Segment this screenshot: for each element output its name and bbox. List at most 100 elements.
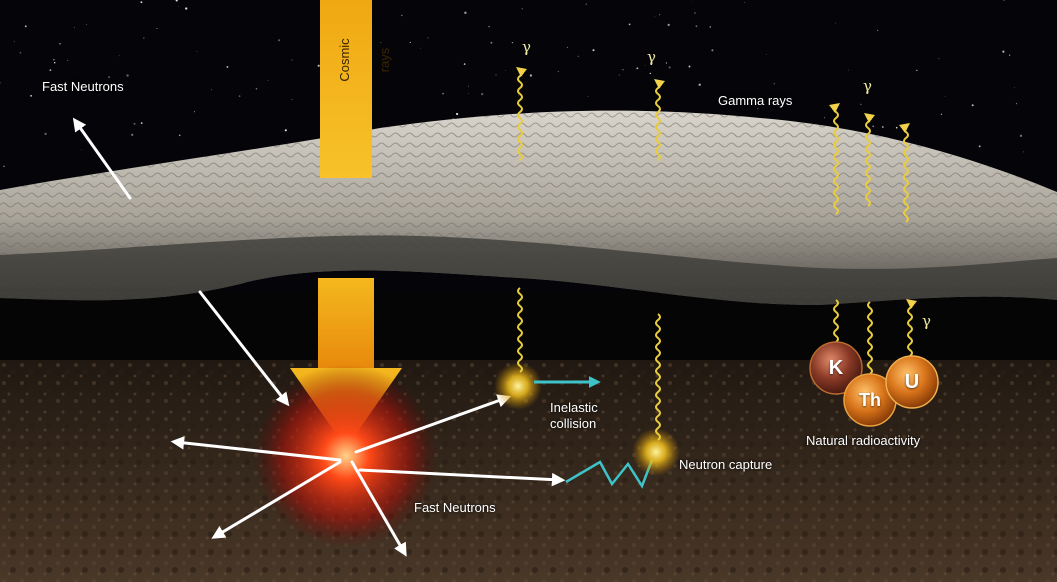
star [53, 61, 56, 64]
neutron-capture-label: Neutron capture [679, 457, 773, 472]
star [380, 42, 382, 44]
star [185, 7, 188, 10]
inelastic-collision-line1: Inelastic [550, 400, 598, 415]
star [1003, 0, 1005, 1]
star [131, 133, 134, 136]
star [835, 22, 837, 24]
star [488, 25, 490, 28]
star [636, 67, 639, 70]
element-u-label: U [904, 370, 920, 393]
star [74, 27, 75, 28]
star [711, 49, 714, 52]
star [577, 55, 579, 57]
star [1019, 134, 1023, 137]
natural-radioactivity-label: Natural radioactivity [806, 433, 921, 448]
star [118, 55, 120, 57]
star [464, 11, 467, 14]
star [860, 103, 862, 106]
star [126, 74, 129, 77]
star [529, 74, 532, 77]
star [427, 37, 429, 39]
star [592, 49, 595, 52]
star [698, 83, 701, 86]
cosmic-ray-beam-top [320, 0, 372, 178]
gamma-wave-k-lower [833, 299, 839, 343]
star [175, 0, 178, 2]
star [143, 37, 145, 39]
star [420, 47, 421, 49]
star [463, 63, 466, 65]
star [0, 82, 1, 84]
star [19, 51, 22, 54]
star [1008, 54, 1011, 56]
gamma-wave-th-lower [867, 301, 873, 375]
gamma-symbol: γ [647, 48, 656, 66]
star [193, 111, 195, 113]
gamma-wave-capture-lower [655, 313, 661, 441]
star [848, 69, 849, 71]
inelastic-collision-line2: collision [550, 416, 597, 431]
star [824, 117, 825, 119]
star [944, 96, 946, 97]
star [622, 69, 624, 71]
star [644, 64, 646, 66]
star [667, 23, 670, 27]
star [284, 129, 287, 132]
fast-neutrons-top-label: Fast Neutrons [42, 79, 124, 94]
star [13, 41, 15, 43]
star [210, 89, 213, 91]
star [44, 132, 47, 136]
star [566, 46, 569, 49]
star [291, 59, 293, 61]
potassium-ball [809, 341, 863, 395]
neutron-capture-glow [632, 428, 680, 476]
star [468, 93, 469, 94]
star [971, 104, 974, 107]
star [511, 41, 514, 44]
star [67, 59, 69, 62]
star [765, 54, 767, 55]
star [1022, 151, 1024, 153]
star [238, 95, 241, 97]
star [196, 51, 198, 53]
star [618, 74, 620, 76]
star [628, 23, 631, 26]
star [59, 42, 61, 45]
star [81, 149, 82, 151]
star [85, 24, 87, 25]
star [881, 126, 884, 128]
element-k-label: K [828, 356, 844, 379]
star [658, 14, 661, 16]
gamma-symbol: γ [522, 38, 531, 56]
gamma-ray-waves [516, 66, 918, 441]
star [133, 122, 136, 125]
star [688, 65, 691, 68]
star [317, 64, 320, 67]
star [53, 59, 55, 61]
inelastic-collision-label: Inelastic collision [550, 400, 598, 432]
gamma-wave-k-upper [828, 102, 840, 215]
star [156, 27, 158, 30]
star [30, 94, 33, 97]
gamma-symbol: γ [922, 312, 931, 330]
star [587, 95, 589, 97]
star [668, 66, 671, 69]
star [495, 74, 497, 76]
star [255, 87, 258, 90]
gamma-wave-inelastic-lower [517, 287, 523, 373]
star [455, 112, 459, 116]
star [709, 26, 712, 28]
gamma-symbol: γ [863, 77, 872, 95]
star [521, 8, 523, 10]
star [872, 125, 874, 128]
star [409, 41, 411, 43]
star [1002, 50, 1005, 53]
collision-glow [254, 364, 438, 548]
star [665, 62, 667, 64]
star [744, 2, 746, 3]
star [895, 126, 898, 129]
star [178, 134, 181, 137]
cosmic-ray-beam-lower [318, 278, 374, 370]
star [3, 165, 5, 168]
